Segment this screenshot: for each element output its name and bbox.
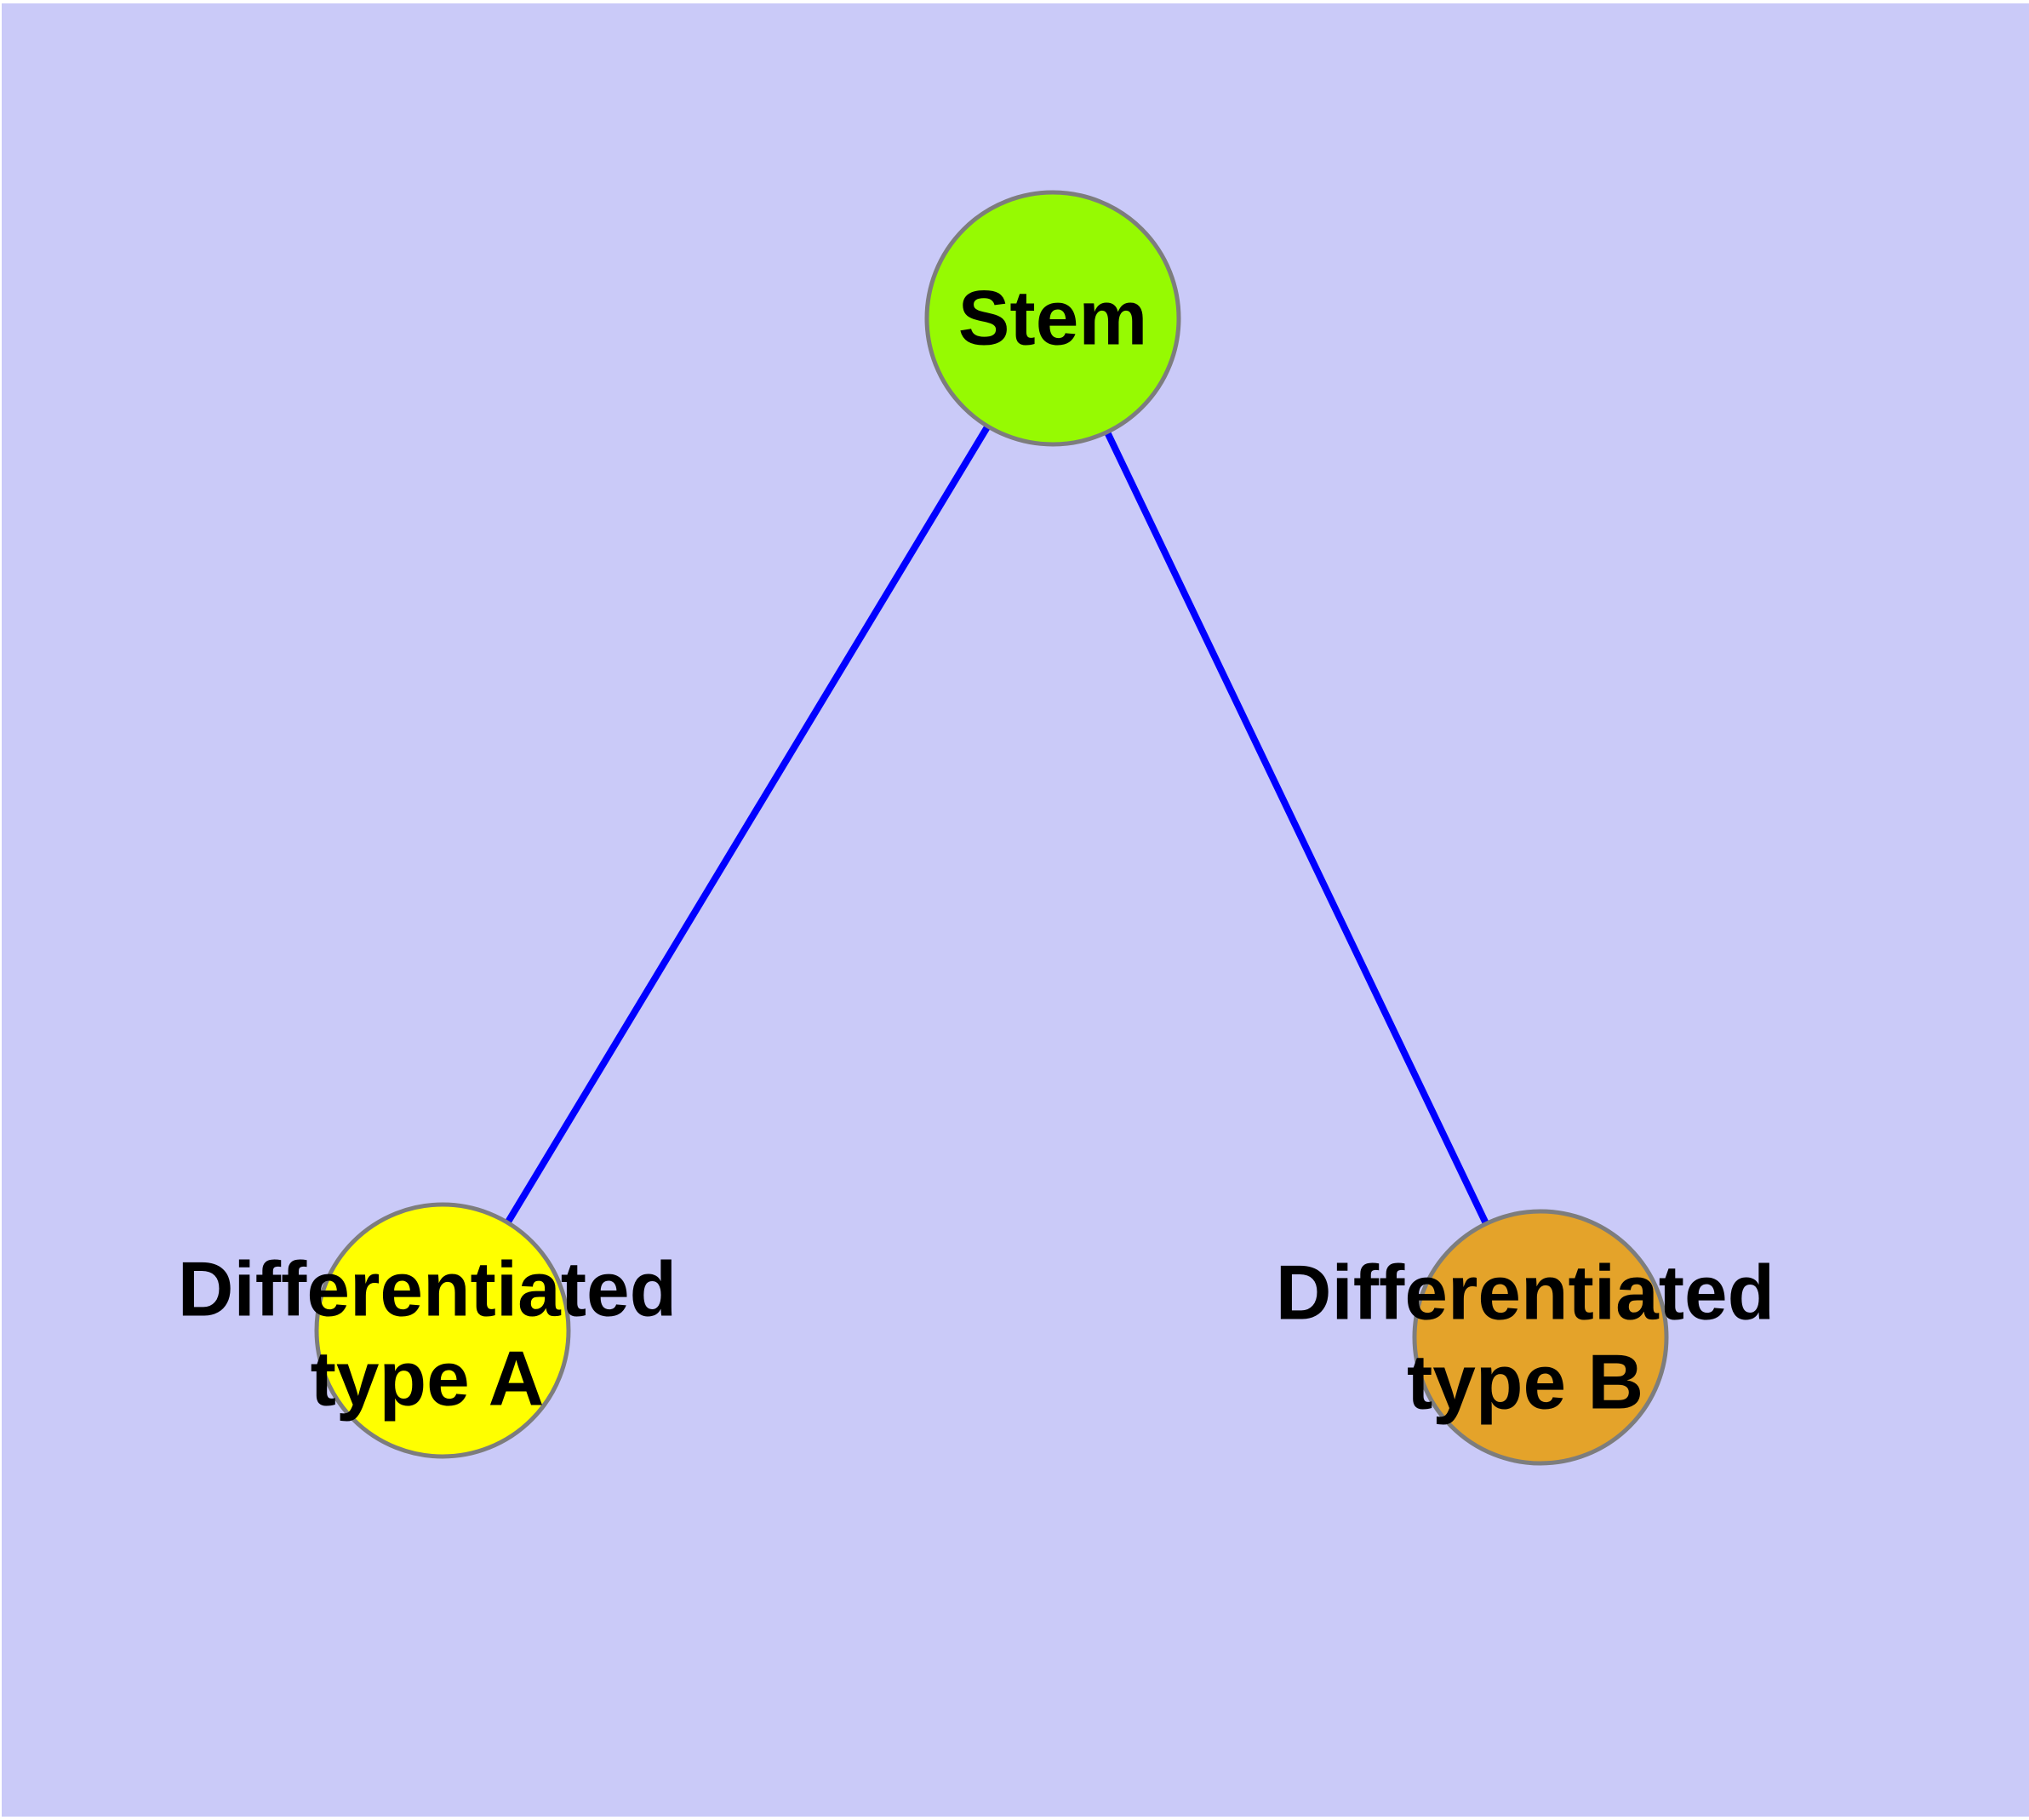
node-type-a-label-line1: Differentiated	[178, 1247, 677, 1333]
edge-stem-to-type-b	[1049, 317, 1544, 1339]
node-type-b-label-line2: type B	[1407, 1340, 1643, 1426]
node-differentiated-type-b	[1412, 1209, 1669, 1466]
node-type-a-label-line2: type A	[311, 1336, 545, 1422]
node-stem	[924, 190, 1181, 447]
node-stem-label: Stem	[958, 276, 1148, 362]
node-type-b-label-line1: Differentiated	[1276, 1251, 1775, 1336]
node-differentiated-type-a	[314, 1202, 571, 1459]
edge-stem-to-type-a	[439, 316, 1056, 1333]
